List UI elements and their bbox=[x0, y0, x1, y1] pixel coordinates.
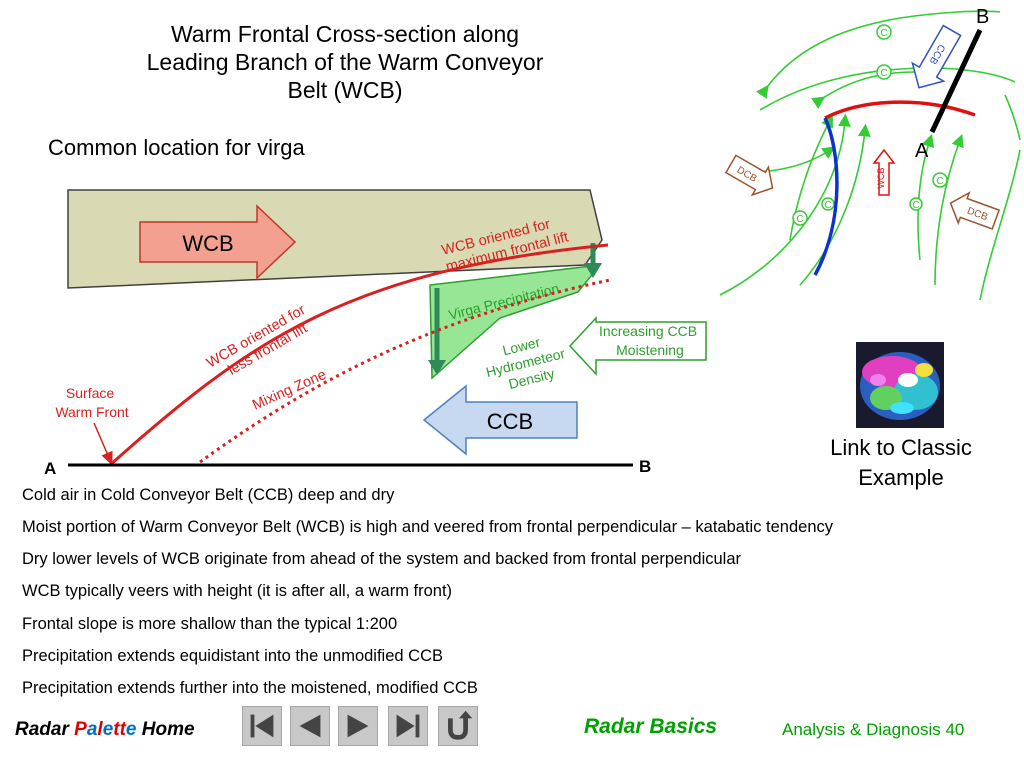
svg-text:C: C bbox=[796, 214, 803, 225]
plan-ccb-arrow: CCB bbox=[911, 24, 962, 89]
return-icon bbox=[448, 710, 473, 740]
fall-arrow-right-head bbox=[584, 263, 602, 278]
footer-home: Home bbox=[136, 719, 195, 740]
svg-text:C: C bbox=[936, 176, 943, 187]
increasing-ccb-label: Increasing CCB Moistening bbox=[599, 323, 701, 358]
plan-cold-front bbox=[813, 117, 839, 276]
title-line: Warm Frontal Cross-section along bbox=[170, 21, 520, 47]
bullet-item: WCB typically veers with height (it is a… bbox=[22, 582, 453, 600]
wcb-arrow-label: WCB bbox=[182, 231, 233, 256]
ccb-arrow-label: CCB bbox=[487, 409, 533, 434]
bullet-item: Moist portion of Warm Conveyor Belt (WCB… bbox=[22, 518, 834, 536]
plan-point-b: B bbox=[976, 6, 989, 28]
mixing-zone-boundary bbox=[199, 278, 611, 464]
surface-front-label: Surface Warm Front bbox=[55, 385, 128, 420]
bullet-item: Frontal slope is more shallow than the t… bbox=[22, 615, 398, 633]
plan-point-a: A bbox=[915, 140, 929, 162]
footer-radar: Radar bbox=[15, 719, 75, 740]
bullet-item: Precipitation extends further into the m… bbox=[22, 679, 478, 697]
plan-dcb-arrow-1: DCB bbox=[724, 154, 774, 197]
plan-section-line bbox=[929, 28, 983, 134]
lower-hydrometeor-label: Lower Hydrometeor Density bbox=[480, 328, 574, 397]
ccb-flow-arrow bbox=[422, 384, 578, 456]
svg-text:C: C bbox=[880, 28, 887, 39]
cross-section-diagram: WCB Virga Precipitation WCB oriented for… bbox=[44, 189, 707, 478]
wcb-flow-arrow bbox=[139, 204, 297, 280]
last-slide-button[interactable] bbox=[388, 706, 428, 746]
svg-text:C: C bbox=[824, 200, 831, 211]
svg-text:C: C bbox=[880, 68, 887, 79]
next-slide-button[interactable] bbox=[338, 706, 378, 746]
mixing-zone-label: Mixing Zone bbox=[250, 367, 329, 414]
streamlines bbox=[719, 10, 1021, 301]
plan-view-diagram: C C C C C C B A CCB WCB DCB DCB bbox=[719, 6, 1021, 301]
radar-basics-link[interactable]: Radar Basics bbox=[584, 715, 718, 738]
link-line: Link to Classic bbox=[830, 435, 972, 460]
play-forward-icon bbox=[347, 714, 369, 738]
fall-arrow-left-head bbox=[428, 360, 446, 375]
section-point-a: A bbox=[44, 459, 56, 478]
slide-footer-label: Analysis & Diagnosis 40 bbox=[782, 720, 965, 739]
plan-wcb-arrow: WCB bbox=[872, 148, 896, 196]
plan-warm-front bbox=[824, 100, 976, 120]
plan-dcb-arrow-2: DCB bbox=[949, 191, 1001, 230]
skip-forward-icon bbox=[396, 714, 420, 738]
title-line: Belt (WCB) bbox=[287, 77, 403, 103]
svg-text:C: C bbox=[912, 200, 919, 211]
link-line: Example bbox=[858, 465, 944, 490]
bullet-item: Dry lower levels of WCB originate from a… bbox=[22, 550, 741, 568]
return-button[interactable] bbox=[438, 706, 478, 746]
skip-back-icon bbox=[250, 714, 274, 738]
link-classic-example[interactable]: Link to Classic Example bbox=[808, 433, 994, 493]
ccb-moistening-arrow bbox=[568, 316, 707, 376]
bullet-item: Cold air in Cold Conveyor Belt (CCB) dee… bbox=[22, 486, 395, 504]
warm-front-surface bbox=[109, 243, 609, 467]
svg-text:WCB: WCB bbox=[876, 168, 886, 189]
previous-slide-button[interactable] bbox=[290, 706, 330, 746]
c-markers: C C C C C C bbox=[792, 24, 948, 226]
section-point-b: B bbox=[639, 457, 651, 476]
surface-front-pointer bbox=[93, 422, 113, 466]
virga-location-note: Common location for virga bbox=[48, 135, 305, 160]
radar-palette-home-link[interactable]: Radar Palette Home bbox=[15, 719, 195, 741]
slide-title: Warm Frontal Cross-section along Leading… bbox=[110, 20, 580, 104]
palette-word: Palette bbox=[74, 719, 137, 740]
classic-example-thumbnail[interactable] bbox=[856, 342, 944, 428]
first-slide-button[interactable] bbox=[242, 706, 282, 746]
title-line: Leading Branch of the Warm Conveyor bbox=[146, 49, 544, 75]
play-back-icon bbox=[299, 714, 321, 738]
bullet-item: Precipitation extends equidistant into t… bbox=[22, 647, 443, 665]
